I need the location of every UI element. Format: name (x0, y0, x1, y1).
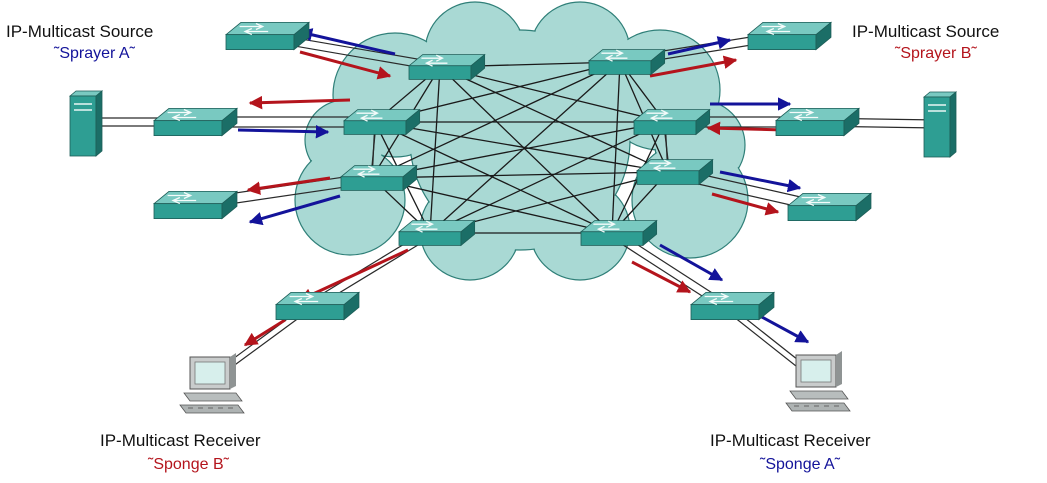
mesh-link (371, 171, 669, 179)
mesh-link (374, 121, 613, 234)
receiver-b-name: ˜Sponge B˜ (148, 456, 229, 473)
core-switch-6 (635, 158, 714, 186)
flow-arrow-red (711, 192, 780, 216)
multicast-flows (237, 28, 810, 347)
flow-arrow-blue (667, 36, 732, 56)
mesh-link (611, 61, 621, 234)
network-devices (68, 21, 958, 414)
core-switch-8 (579, 219, 658, 247)
server-sprayer-a (68, 90, 104, 157)
core-switch-3 (342, 108, 421, 136)
mesh-link (429, 121, 666, 234)
flow-arrow-red (248, 95, 351, 110)
core-switch-1 (407, 53, 486, 81)
edge-switch-6 (786, 192, 873, 222)
source-b-title: IP-Multicast Source (852, 22, 1000, 41)
pc-sponge-b (179, 353, 245, 414)
mesh-link (371, 177, 613, 234)
edge-switch-1 (224, 21, 311, 51)
flow-arrow-blue (298, 28, 396, 56)
core-switch-4 (632, 108, 711, 136)
edge-switch-3 (152, 107, 239, 137)
edge-switch-7 (274, 291, 361, 321)
source-a-title: IP-Multicast Source (6, 22, 154, 41)
receiver-a-name: ˜Sponge A˜ (760, 456, 841, 473)
cloud-body (296, 3, 747, 279)
flow-arrow-red (243, 318, 286, 347)
edge-switch-2 (746, 21, 833, 51)
core-switch-7 (397, 219, 476, 247)
core-switch-5 (339, 164, 418, 192)
edge-switch-5 (152, 190, 239, 220)
mesh-link (439, 66, 666, 123)
flow-arrow-blue (237, 124, 330, 139)
server-sprayer-b (922, 91, 958, 158)
flow-arrow-red (649, 55, 738, 78)
flow-arrow-blue (719, 170, 802, 193)
flow-arrow-blue (759, 314, 810, 344)
mesh-link (439, 66, 613, 234)
edge-switch-8 (689, 291, 776, 321)
core-switch-2 (587, 48, 666, 76)
flow-arrow-blue (659, 243, 724, 282)
flow-arrow-red (298, 248, 409, 302)
flow-arrow-blue (248, 194, 341, 226)
flow-arrow-red (706, 121, 786, 136)
pc-sponge-a (785, 351, 851, 412)
mesh-link (374, 121, 669, 173)
edge-switch-4 (774, 107, 861, 137)
mesh-link (439, 66, 669, 173)
receiver-b-title: IP-Multicast Receiver (100, 431, 261, 450)
flow-arrow-red (631, 260, 692, 294)
flow-arrow-red (246, 176, 331, 195)
mesh-link (371, 61, 621, 179)
edge-link (664, 133, 669, 161)
receiver-a-title: IP-Multicast Receiver (710, 431, 871, 450)
source-b-name: ˜Sprayer B˜ (895, 45, 977, 62)
flow-arrow-red (299, 50, 392, 80)
mesh-link (371, 121, 666, 179)
edge-link (371, 133, 376, 167)
source-a-name: ˜Sprayer A˜ (54, 45, 135, 62)
